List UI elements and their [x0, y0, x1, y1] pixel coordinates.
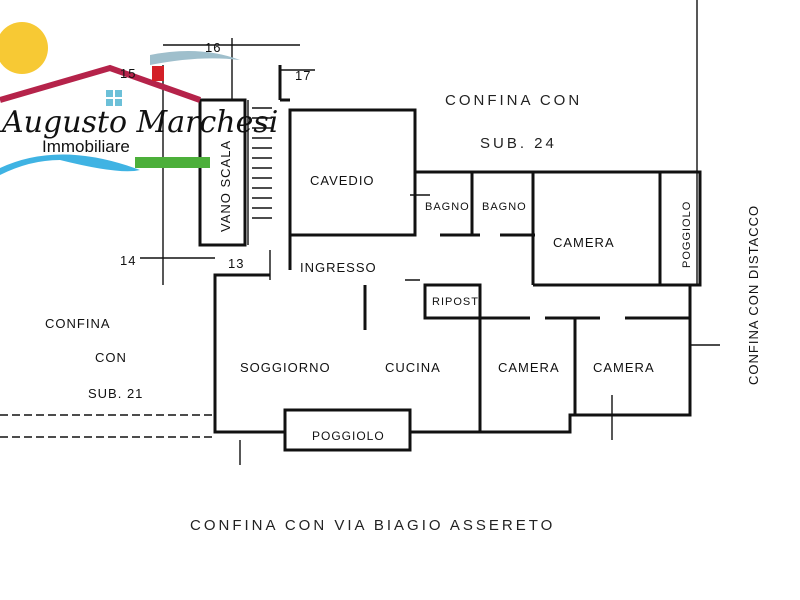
boundary-lines [0, 0, 720, 465]
room-bath-1: BAGNO [425, 201, 470, 213]
dimension-label: 13 [228, 256, 244, 271]
room-kitchen: CUCINA [385, 360, 441, 375]
dimension-label: 17 [295, 68, 311, 83]
boundary-left-line2: CON [95, 350, 127, 365]
room-living: SOGGIORNO [240, 360, 331, 375]
boundary-right: CONFINA CON DISTACCO [746, 205, 761, 385]
logo-subtitle: Immobiliare [42, 137, 130, 156]
room-bath-2: BAGNO [482, 201, 527, 213]
room-bedroom-mid: CAMERA [498, 360, 560, 375]
logo-name: Augusto Marchesi [0, 105, 278, 140]
dimension-label: 16 [205, 40, 221, 55]
room-entrance: INGRESSO [300, 260, 377, 275]
room-balcony-right: POGGIOLO [681, 201, 693, 268]
company-logo: Augusto Marchesi Immobiliare [0, 22, 278, 175]
dimension-label: 15 [120, 66, 136, 81]
boundary-top-line2: SUB. 24 [480, 135, 557, 152]
room-storage: RIPOST. [432, 296, 482, 308]
room-cavedio: CAVEDIO [310, 173, 375, 188]
room-bedroom-right: CAMERA [593, 360, 655, 375]
room-bedroom-top: CAMERA [553, 235, 615, 250]
boundary-bottom: CONFINA CON VIA BIAGIO ASSERETO [190, 517, 555, 534]
boundary-left-line1: CONFINA [45, 316, 111, 331]
dimension-label: 14 [120, 253, 136, 268]
room-balcony-bottom: POGGIOLO [312, 429, 385, 443]
boundary-left-line3: SUB. 21 [88, 386, 143, 401]
boundary-top-line1: CONFINA CON [445, 92, 582, 109]
room-stairs: VANO SCALA [218, 140, 233, 232]
walls [198, 65, 702, 452]
